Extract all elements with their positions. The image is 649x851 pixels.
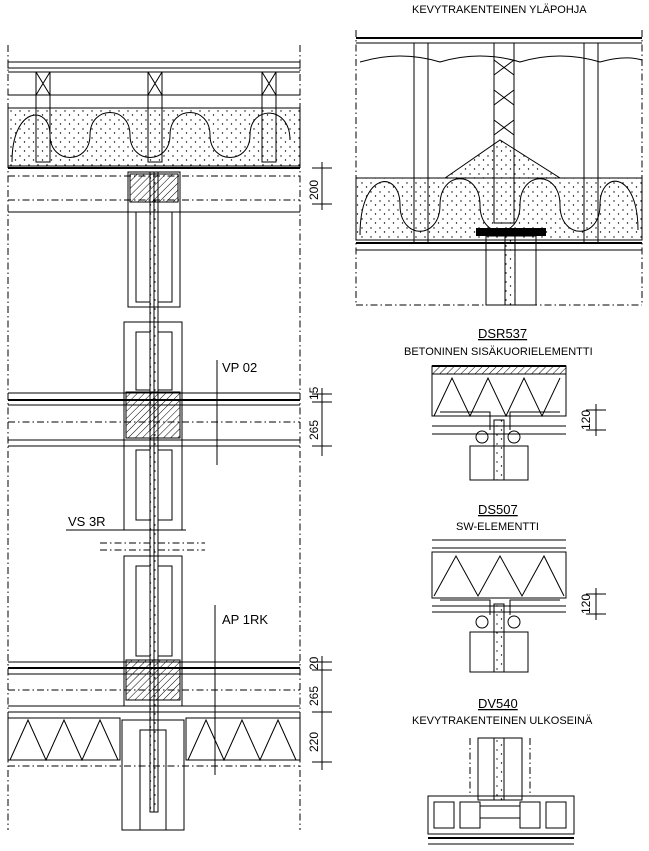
main-section: VP 02 VS 3R AP 1RK 200 15 265 20 265 220 [7, 45, 332, 831]
roof-title: KEVYTRAKENTEINEN YLÄPOHJA [412, 4, 587, 16]
dv-code: DV540 [478, 696, 518, 711]
dv540-detail: DV540 KEVYTRAKENTEINEN ULKOSEINÄ [412, 696, 593, 845]
dsr-dim: 120 [579, 410, 593, 430]
dimension-chain [312, 162, 332, 770]
ds-title: SW-ELEMENTTI [456, 521, 539, 533]
dim-20: 20 [307, 656, 321, 670]
dim-200: 200 [307, 180, 321, 200]
dim-15: 15 [307, 386, 321, 400]
roof-detail: KEVYTRAKENTEINEN YLÄPOHJA [355, 4, 643, 306]
dim-220: 220 [307, 732, 321, 752]
ds-dim: 120 [579, 594, 593, 614]
dv-title: KEVYTRAKENTEINEN ULKOSEINÄ [412, 715, 593, 727]
ds-code: DS507 [478, 502, 518, 517]
label-ap: AP 1RK [222, 612, 268, 627]
dim-265a: 265 [307, 420, 321, 440]
dsr-code: DSR537 [478, 326, 527, 341]
central-wall [121, 171, 185, 831]
dim-265b: 265 [307, 686, 321, 706]
dsr537-detail: DSR537 BETONINEN SISÄKUORIELEMENTTI 120 [404, 326, 606, 481]
label-vp: VP 02 [222, 360, 257, 375]
dsr-title: BETONINEN SISÄKUORIELEMENTTI [404, 346, 593, 358]
label-vs: VS 3R [68, 514, 106, 529]
ds507-detail: DS507 SW-ELEMENTTI 120 [431, 502, 606, 673]
